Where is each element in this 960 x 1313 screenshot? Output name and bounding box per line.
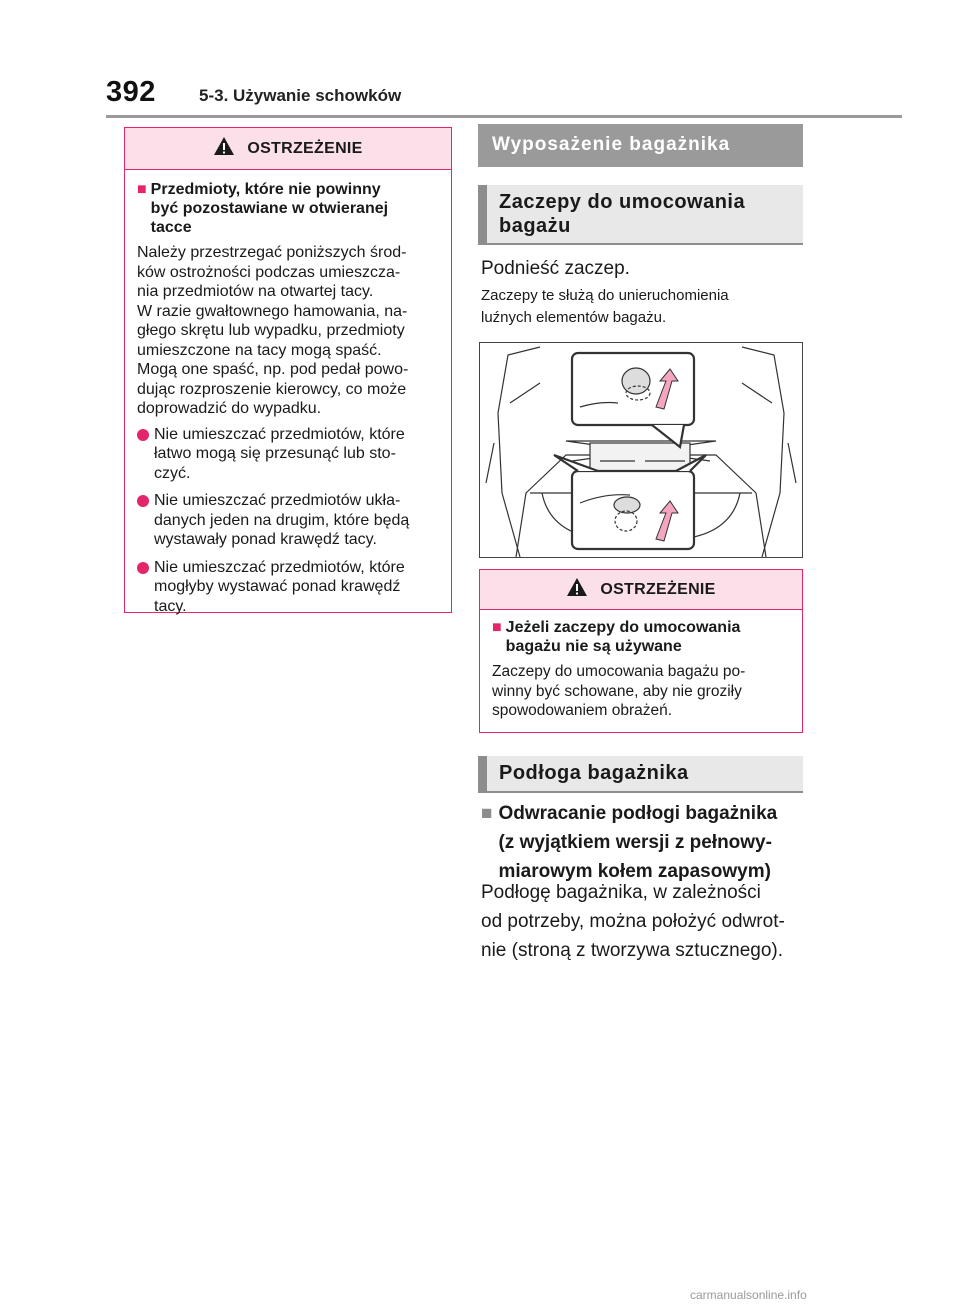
circle-bullet-icon — [137, 428, 149, 441]
subheading-floor: Podłoga bagażnika — [478, 756, 803, 793]
warning-body: ■ Przedmioty, które nie powinny być pozo… — [125, 170, 451, 632]
page-number: 392 — [106, 76, 156, 108]
luggage-hook-illustration — [479, 342, 803, 558]
warning-subhead: ■ Przedmioty, które nie powinny być pozo… — [137, 181, 389, 236]
square-bullet-icon: ■ — [481, 803, 493, 824]
warning-bullet: Nie umieszczać przedmiotów, które łatwo … — [137, 425, 442, 484]
instruction-text: Podnieść zaczep. — [481, 258, 630, 279]
square-bullet-icon: ■ — [137, 181, 147, 198]
warning-paragraph: Należy przestrzegać poniższych środ- ków… — [137, 244, 409, 417]
warning-title: OSTRZEŻENIE — [600, 580, 716, 598]
circle-bullet-icon — [137, 561, 149, 574]
section-title: 5-3. Używanie schowków — [199, 86, 402, 105]
floor-body-text: Podłogę bagażnika, w zależności od potrz… — [481, 882, 785, 961]
warning-header: OSTRZEŻENIE — [125, 128, 451, 170]
warning-body: ■ Jeżeli zaczepy do umocowania bagażu ni… — [480, 610, 802, 735]
warning-title: OSTRZEŻENIE — [247, 139, 363, 157]
warning-triangle-icon — [213, 136, 235, 161]
warning-box-right: OSTRZEŻENIE ■ Jeżeli zaczepy do umocowan… — [479, 569, 803, 733]
header-divider — [106, 115, 902, 118]
main-heading: Wyposażenie bagażnika — [478, 124, 803, 167]
warning-paragraph: Zaczepy do umocowania bagażu po- winny b… — [492, 663, 746, 719]
subheading-tie-downs: Zaczepy do umocowania bagażu — [478, 185, 803, 245]
warning-triangle-icon — [566, 577, 588, 602]
warning-header: OSTRZEŻENIE — [480, 570, 802, 610]
floor-flip-heading: ■ Odwracanie podłogi bagażnika (z wyjątk… — [481, 799, 805, 886]
warning-bullet: Nie umieszczać przedmiotów, które mogłyb… — [137, 558, 442, 617]
watermark: carmanualsonline.info — [690, 1288, 807, 1302]
warning-subhead: ■ Jeżeli zaczepy do umocowania bagażu ni… — [492, 619, 741, 655]
square-bullet-icon: ■ — [492, 619, 502, 636]
up-arrow-icon — [655, 368, 679, 542]
description-text: Zaczepy te służą do unieruchomienia luźn… — [481, 287, 729, 326]
warning-box-left: OSTRZEŻENIE ■ Przedmioty, które nie powi… — [124, 127, 452, 615]
circle-bullet-icon — [137, 495, 149, 507]
warning-bullet: Nie umieszczać przedmiotów ukła- danych … — [137, 491, 442, 550]
